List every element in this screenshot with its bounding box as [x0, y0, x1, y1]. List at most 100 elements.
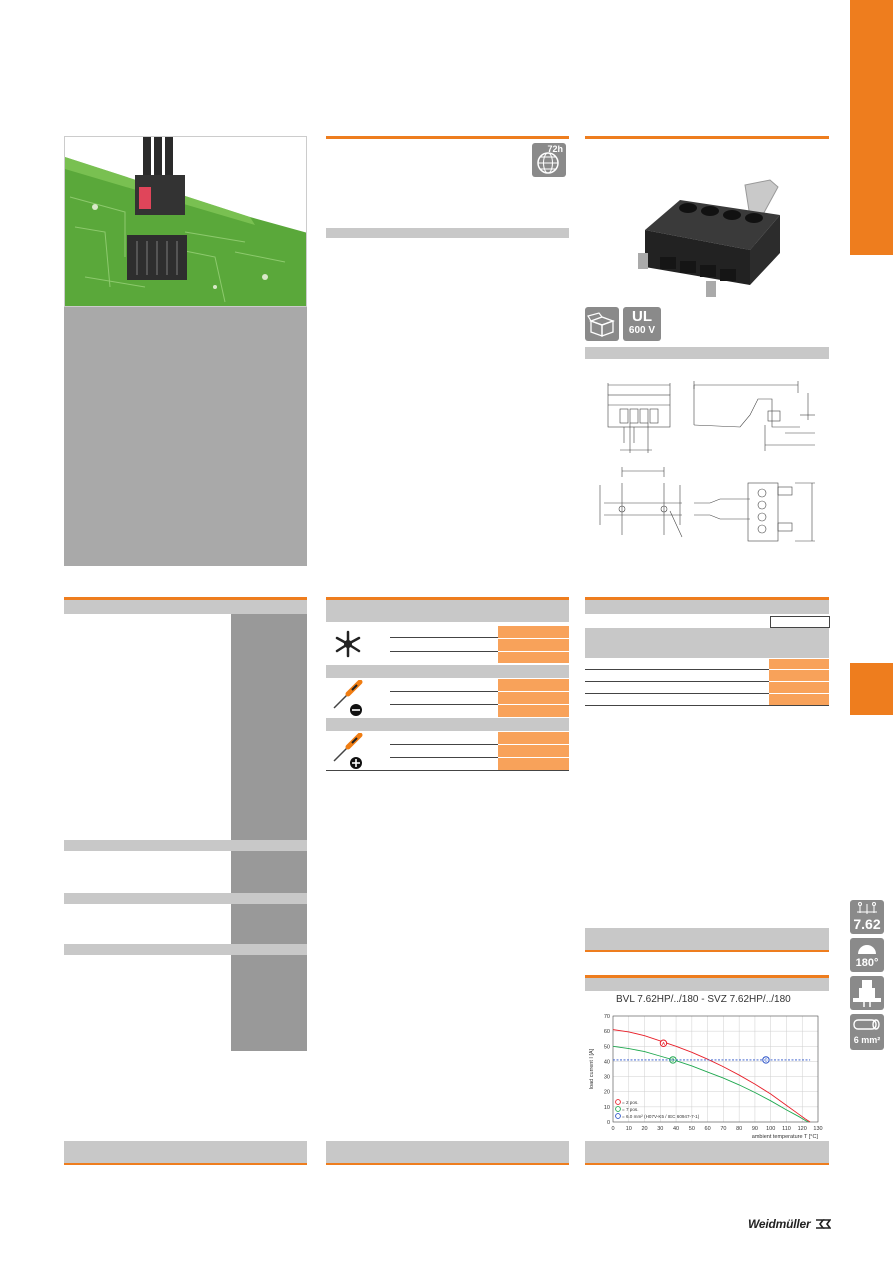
tool-value-cell [498, 639, 569, 651]
phillips-screwdriver-icon [328, 732, 368, 771]
y-tick-label: 50 [604, 1044, 610, 1050]
legend-label: = 6.0 mm² (H07V-K5 / IEC 60947-7-1) [622, 1114, 700, 1119]
tools-header [326, 600, 569, 622]
order-value-cell [769, 670, 829, 681]
pitch-icon: 7.62 [850, 900, 884, 934]
row-rule [390, 757, 498, 758]
ul-badge: UL 600 V [623, 307, 661, 341]
y-tick-label: 0 [607, 1120, 610, 1126]
x-tick-label: 90 [752, 1126, 758, 1132]
section-tab [850, 0, 893, 255]
row-rule [390, 651, 498, 652]
product-description-panel [64, 307, 307, 566]
series-marker-letter: A [662, 1041, 666, 1046]
x-tick-label: 40 [673, 1126, 679, 1132]
order-value-cell [769, 694, 829, 705]
row-rule [585, 669, 769, 670]
tech-data-header [64, 600, 307, 614]
tool-value-cell [498, 745, 569, 757]
chapter-tab [850, 663, 893, 715]
series-marker-letter: C [764, 1058, 768, 1063]
packaging-icon [585, 307, 619, 341]
section-header-bar [326, 228, 569, 238]
salt-spray-badge: 72h [532, 143, 566, 177]
tech-data-values-column [231, 955, 307, 1051]
y-tick-label: 20 [604, 1090, 610, 1096]
note-box [585, 928, 829, 950]
x-tick-label: 100 [766, 1126, 775, 1132]
section-rule [585, 1163, 829, 1165]
section-rule [585, 597, 829, 600]
x-tick-label: 130 [813, 1126, 822, 1132]
row-rule [585, 681, 769, 682]
tool-value-cell [498, 692, 569, 704]
tools-subheader [326, 718, 569, 731]
x-tick-label: 10 [626, 1126, 632, 1132]
series-marker [659, 1039, 668, 1047]
x-tick-label: 70 [720, 1126, 726, 1132]
section-rule [64, 1163, 307, 1165]
pitch-label: 7.62 [853, 916, 881, 932]
row-rule [390, 691, 498, 692]
section-rule [585, 975, 829, 978]
section-rule [585, 950, 829, 952]
ordering-selector-box [770, 616, 830, 628]
x-tick-label: 120 [798, 1126, 807, 1132]
derating-header [585, 978, 829, 991]
footer-bar [326, 1141, 569, 1163]
y-tick-label: 70 [604, 1014, 610, 1020]
pcb-icon [850, 976, 884, 1010]
section-rule [326, 136, 569, 139]
x-tick-label: 60 [705, 1126, 711, 1132]
wire-label: 6 mm² [853, 1035, 881, 1045]
tool-value-cell [498, 679, 569, 691]
series-line [612, 1045, 809, 1123]
legend-marker [615, 1113, 621, 1119]
row-rule [585, 705, 829, 706]
y-tick-label: 30 [604, 1075, 610, 1081]
legend-marker [615, 1099, 621, 1105]
section-rule [585, 136, 829, 139]
x-tick-label: 20 [641, 1126, 647, 1132]
order-value-cell [769, 682, 829, 693]
connector-photo [620, 175, 800, 300]
tool-value-cell [498, 626, 569, 638]
derating-chart-title: BVL 7.62HP/../180 - SVZ 7.62HP/../180 [616, 994, 791, 1005]
dimensions-header-bar [585, 347, 829, 359]
tools-subheader [326, 665, 569, 678]
tech-data-subheader [64, 944, 307, 955]
section-rule [64, 597, 307, 600]
tech-data-subheader [64, 840, 307, 851]
ordering-column-header [585, 628, 829, 658]
tool-value-cell [498, 705, 569, 717]
angle-label: 180° [855, 957, 879, 969]
x-tick-label: 50 [689, 1126, 695, 1132]
row-rule [390, 637, 498, 638]
weidmuller-logo: Weidmüller [748, 1215, 832, 1231]
section-rule [326, 597, 569, 600]
row-rule [390, 744, 498, 745]
y-axis-label: load current I [A] [589, 1048, 595, 1089]
footer-bar [585, 1141, 829, 1163]
section-rule [326, 1163, 569, 1165]
series-marker [762, 1056, 770, 1064]
tech-data-values-column [231, 904, 307, 944]
angle-icon: 180° [850, 938, 884, 972]
order-value-cell [769, 659, 829, 669]
tool-value-cell [498, 758, 569, 770]
plot-frame [612, 1015, 819, 1123]
row-rule [326, 770, 569, 771]
logo-text: Weidmüller [748, 1217, 811, 1231]
x-axis-label: ambient temperature T [°C] [752, 1134, 819, 1140]
wire-icon: 6 mm² [850, 1014, 884, 1050]
legend-marker [615, 1106, 621, 1112]
series-line [612, 1029, 811, 1123]
row-rule [585, 693, 769, 694]
crimp-tool-icon [328, 626, 368, 662]
tech-data-subheader [64, 893, 307, 904]
x-tick-label: 30 [657, 1126, 663, 1132]
legend-label: = 7 pos. [622, 1107, 638, 1112]
dimension-drawings [590, 375, 830, 545]
tech-data-values-column [231, 851, 307, 893]
